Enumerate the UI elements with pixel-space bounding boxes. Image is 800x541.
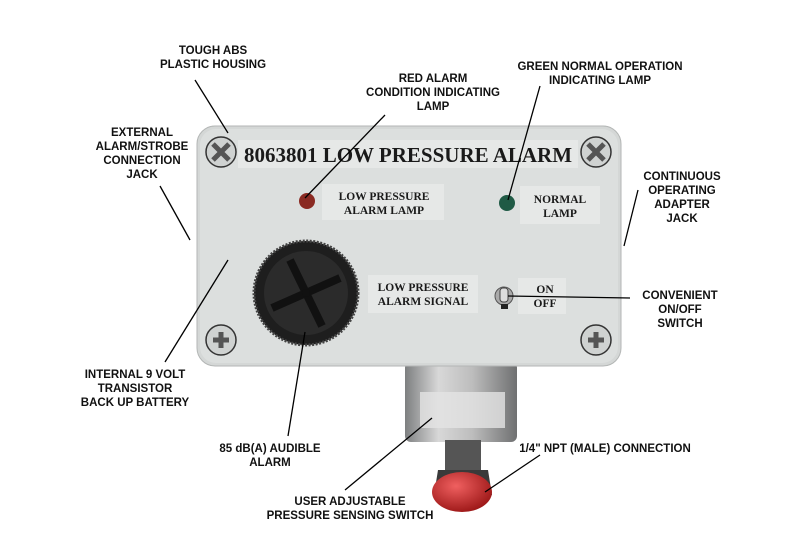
alarm-signal-label: LOW PRESSURE: [378, 282, 469, 294]
normal-lamp-label: NORMAL: [534, 194, 587, 206]
device-title: 8063801 LOW PRESSURE ALARM: [244, 143, 572, 167]
alarm-lamp-label: LOW PRESSURE: [339, 191, 430, 203]
red-alarm-lamp: [299, 193, 315, 209]
pressure-sensing-switch: [405, 362, 517, 512]
screw-icon: [580, 136, 612, 168]
callout-connection: 1/4" NPT (MALE) CONNECTION: [519, 443, 691, 455]
switch-label-on: ON: [536, 284, 554, 296]
audible-alarm-buzzer: [252, 239, 360, 347]
on-off-toggle-switch[interactable]: [494, 286, 514, 309]
screw-icon: [205, 136, 237, 168]
leader-lines: [159, 79, 639, 493]
screw-icon: [580, 324, 612, 356]
screw-icon: [205, 324, 237, 356]
green-normal-lamp: [499, 195, 515, 211]
switch-label-off: OFF: [534, 298, 557, 310]
red-cap: [432, 472, 492, 512]
